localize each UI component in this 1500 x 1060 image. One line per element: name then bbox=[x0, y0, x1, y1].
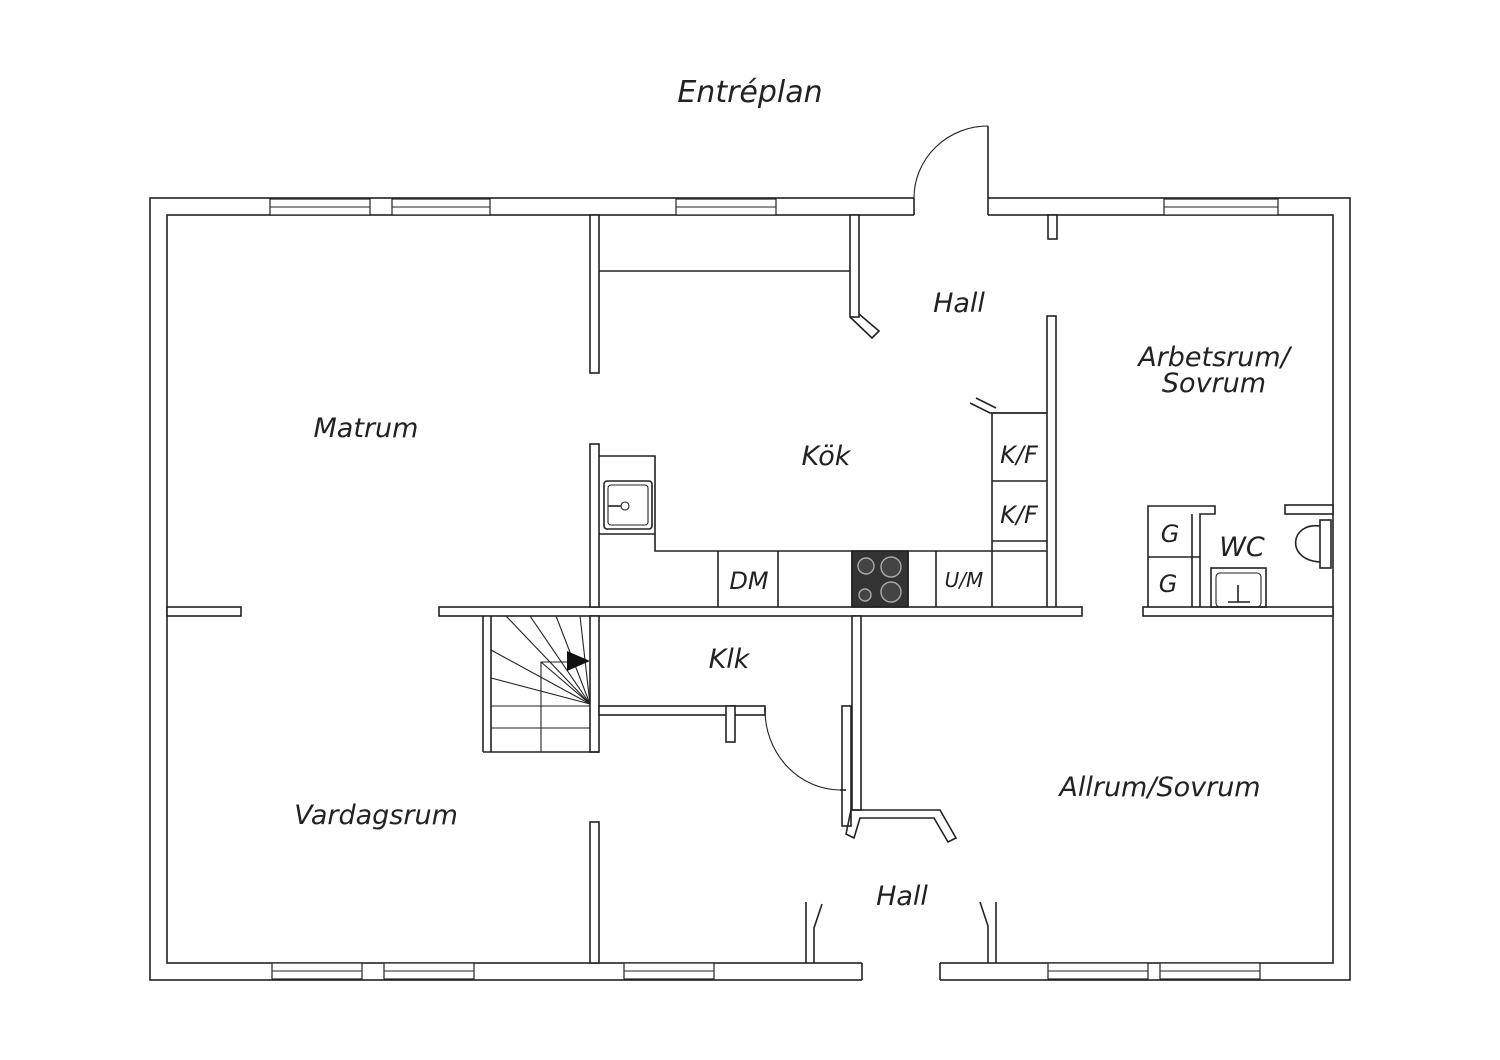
window-bottom-4 bbox=[1047, 962, 1149, 980]
toilet-icon bbox=[1294, 519, 1332, 569]
wc-fixtures bbox=[1147, 505, 1332, 608]
klk-door bbox=[764, 708, 846, 791]
room-label-hall-bottom: Hall bbox=[876, 881, 928, 912]
room-label-wc: WC bbox=[1219, 532, 1265, 563]
fixture-label-kf-upper: K/F bbox=[1000, 441, 1039, 469]
window-top-2 bbox=[391, 198, 491, 216]
window-bottom-5 bbox=[1159, 962, 1261, 980]
fixture-label-g-lower: G bbox=[1159, 570, 1178, 598]
window-bottom-3 bbox=[623, 962, 715, 980]
plan-title: Entréplan bbox=[677, 75, 822, 110]
stair-direction-arrow-icon bbox=[567, 651, 590, 671]
window-bottom-2 bbox=[383, 962, 475, 980]
entrance-door bbox=[913, 125, 989, 218]
staircase bbox=[490, 615, 591, 752]
room-label-klk: Klk bbox=[709, 644, 751, 675]
room-label-allrum: Allrum/Sovrum bbox=[1057, 772, 1260, 803]
window-top-3 bbox=[675, 198, 777, 216]
stove-icon bbox=[851, 550, 909, 608]
room-label-sovrum: Sovrum bbox=[1162, 368, 1266, 399]
windows bbox=[269, 198, 1279, 980]
room-label-hall-top: Hall bbox=[933, 288, 985, 319]
bottom-entrance bbox=[861, 960, 941, 984]
fixture-label-kf-lower: K/F bbox=[1000, 501, 1039, 529]
interior-walls bbox=[166, 214, 1334, 964]
window-top-1 bbox=[269, 198, 371, 216]
kitchen-sink-icon bbox=[603, 480, 653, 530]
labels: Entréplan Matrum Kök Hall Arbetsrum/ Sov… bbox=[294, 75, 1293, 912]
room-label-vardagsrum: Vardagsrum bbox=[294, 800, 458, 831]
window-bottom-1 bbox=[271, 962, 363, 980]
fixture-label-dm: DM bbox=[729, 567, 768, 595]
room-label-kok: Kök bbox=[802, 441, 852, 472]
window-top-4 bbox=[1163, 198, 1279, 216]
room-label-arbetsrum: Arbetsrum/ bbox=[1136, 342, 1292, 373]
fixture-label-g-upper: G bbox=[1161, 520, 1180, 548]
fixture-label-um: U/M bbox=[945, 568, 984, 592]
room-label-matrum: Matrum bbox=[314, 413, 419, 444]
washbasin-icon bbox=[1210, 567, 1267, 608]
